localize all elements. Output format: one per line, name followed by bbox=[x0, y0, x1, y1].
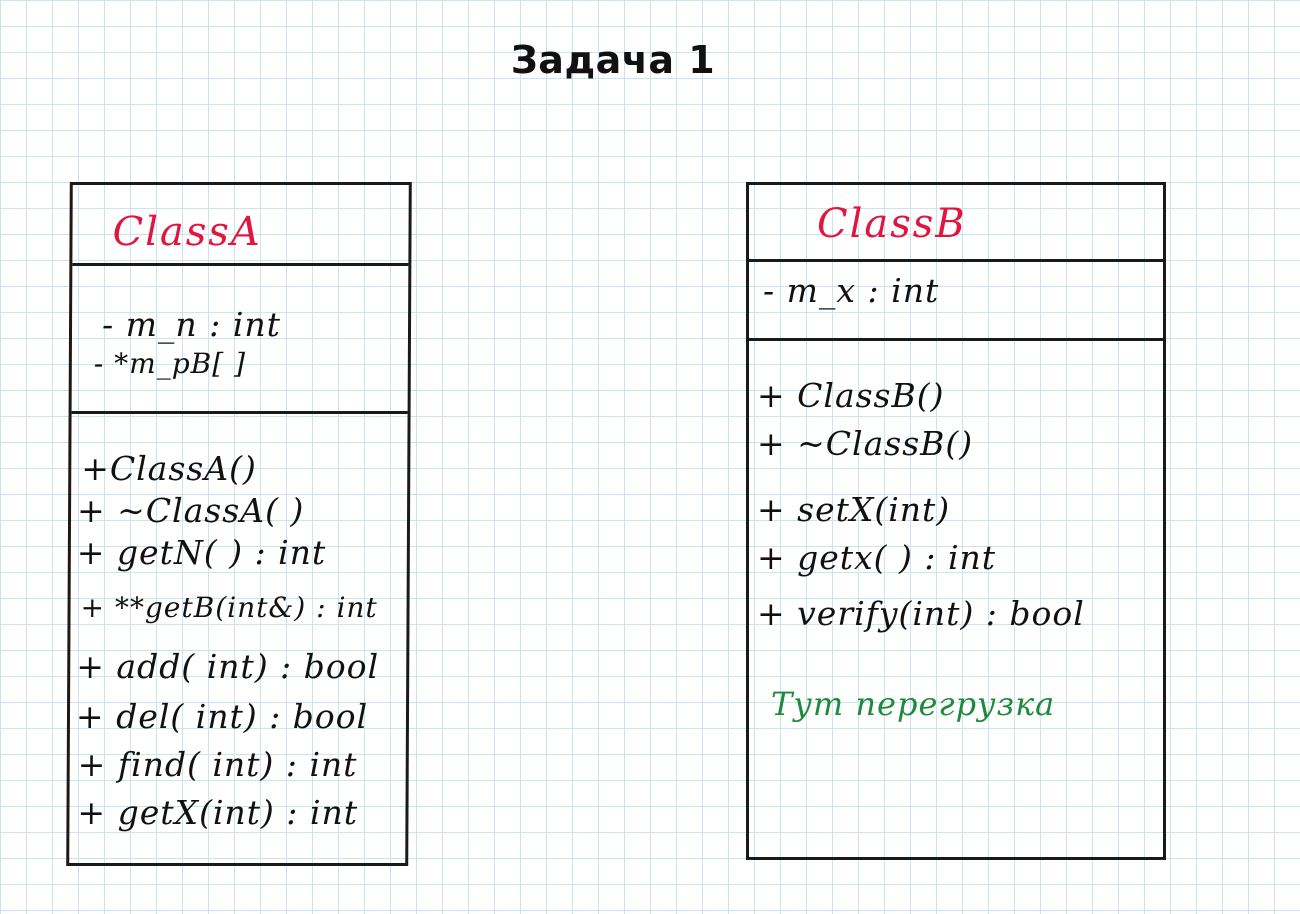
class-b-note: Тут перегрузка bbox=[771, 685, 1056, 723]
class-a-method: + find( int) : int bbox=[77, 745, 358, 784]
class-b-box: ClassB - m_x : int + ClassB() + ~ClassB(… bbox=[746, 182, 1166, 860]
class-b-name-compartment: ClassB bbox=[749, 185, 1163, 259]
class-b-name: ClassB bbox=[817, 201, 967, 247]
class-a-method: + getN( ) : int bbox=[76, 533, 327, 572]
class-b-attribute: - m_x : int bbox=[763, 271, 940, 310]
class-a-method: + **getB(int&) : int bbox=[80, 591, 378, 624]
class-a-method: + getX(int) : int bbox=[77, 793, 359, 832]
class-b-attributes-compartment: - m_x : int bbox=[749, 259, 1163, 338]
class-b-method: + ClassB() bbox=[757, 376, 945, 415]
class-b-method: + setX(int) bbox=[757, 490, 951, 529]
class-a-box: ClassA - m_n : int - *m_pB[ ] +ClassA() … bbox=[66, 182, 412, 866]
class-a-method: + add( int) : bool bbox=[76, 647, 380, 686]
class-a-method: + ~ClassA( ) bbox=[76, 491, 305, 530]
class-b-method: + verify(int) : bool bbox=[757, 594, 1085, 633]
class-a-attribute: - m_n : int bbox=[101, 305, 282, 344]
class-a-name-compartment: ClassA bbox=[72, 185, 408, 263]
class-b-method: + getx( ) : int bbox=[757, 538, 997, 577]
page-title: Задача 1 bbox=[510, 38, 716, 82]
class-a-method: +ClassA() bbox=[81, 449, 257, 488]
class-b-method: + ~ClassB() bbox=[757, 424, 974, 463]
class-a-name: ClassA bbox=[112, 209, 262, 255]
class-a-methods-compartment: +ClassA() + ~ClassA( ) + getN( ) : int +… bbox=[69, 411, 408, 863]
class-a-attribute: - *m_pB[ ] bbox=[93, 347, 247, 380]
class-b-methods-compartment: + ClassB() + ~ClassB() + setX(int) + get… bbox=[749, 338, 1163, 857]
class-a-attributes-compartment: - m_n : int - *m_pB[ ] bbox=[71, 263, 409, 411]
class-a-method: + del( int) : bool bbox=[75, 697, 369, 736]
